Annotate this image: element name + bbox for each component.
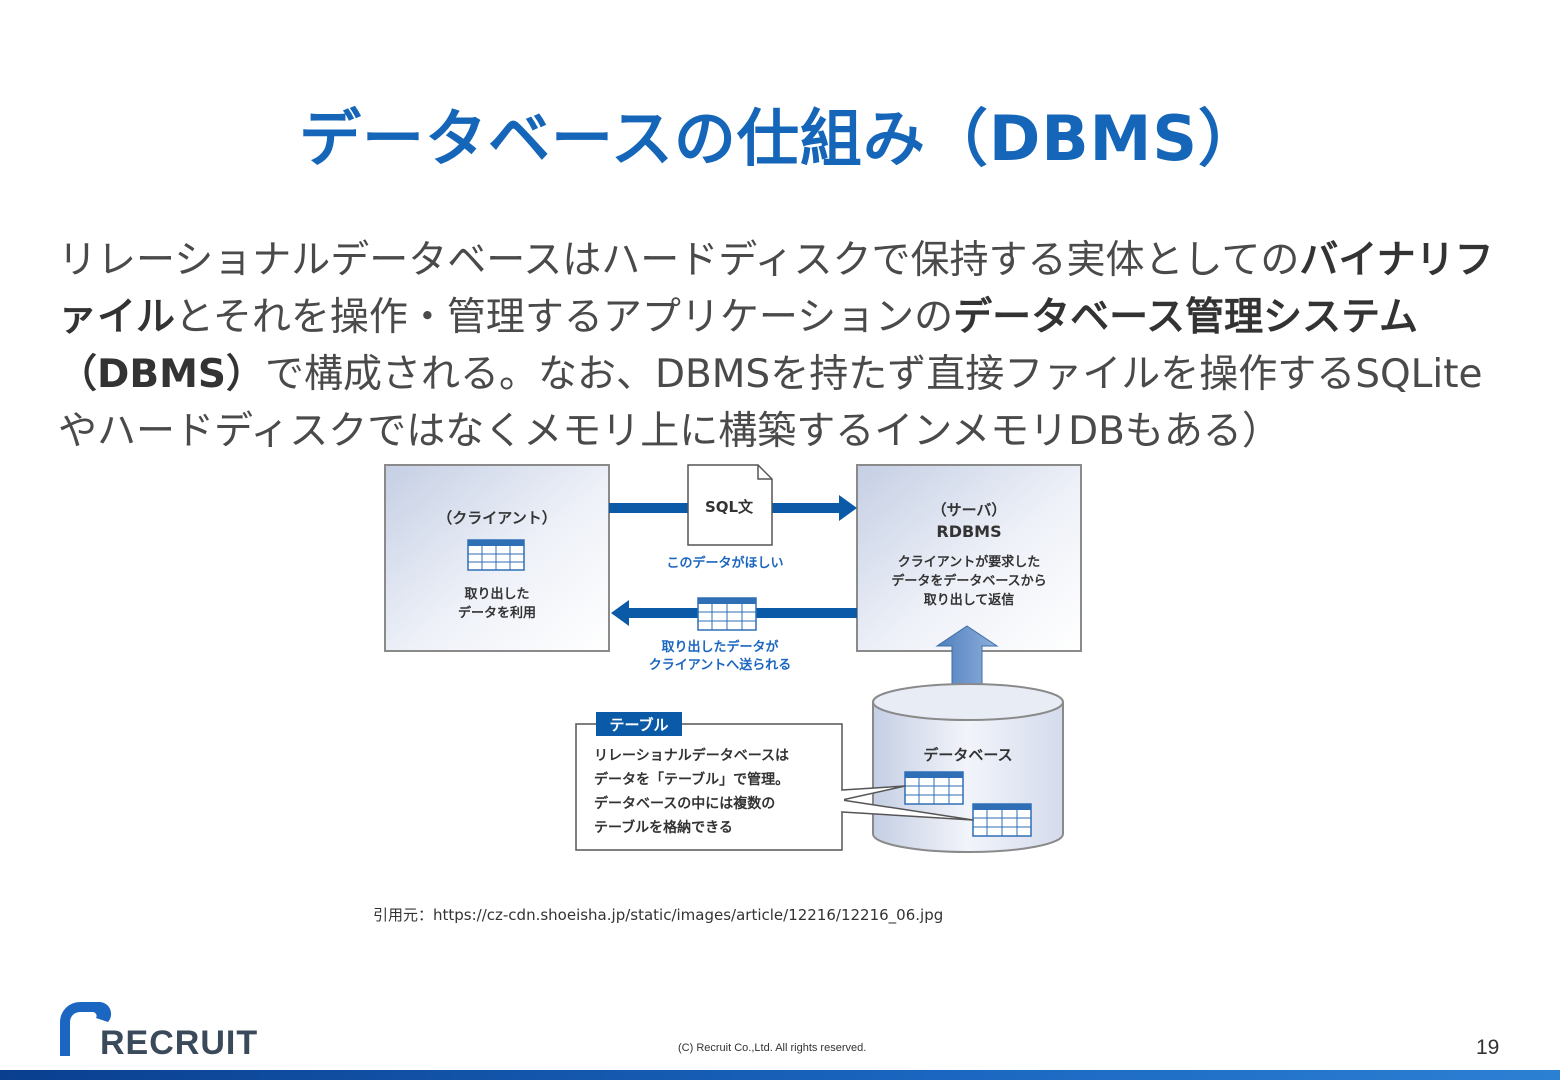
client-line1: 取り出した [464,586,529,602]
page-number: 19 [1476,1036,1500,1059]
table-note-callout: テーブル リレーショナルデータベースは データを「テーブル」で管理。 データベー… [575,712,974,851]
sql-document-label: SQL文 [705,498,754,516]
server-name: RDBMS [936,522,1001,541]
table-note-line3: データベースの中には複数の [594,795,775,812]
recruit-logo-icon [60,1002,112,1056]
table-note-line1: リレーショナルデータベースは [594,747,789,764]
server-title: （サーバ） [932,501,1007,519]
client-table-icon [467,539,525,571]
paragraph-segment: リレーショナルデータベースはハードディスクで保持する実体としての [58,238,1300,283]
citation: 引用元：https://cz-cdn.shoeisha.jp/static/im… [373,906,944,924]
bottom-accent-bar [0,1070,1560,1080]
copyright: (C) Recruit Co.,Ltd. All rights reserved… [678,1042,867,1054]
database-table-icon-1 [904,771,964,805]
paragraph-bold-segment: データベース管理システム（DBMS） [58,295,1418,397]
response-label2: クライアントへ送られる [649,657,791,673]
dbms-diagram: （クライアント） 取り出した データを利用 （サーバ） RDBMS クライアント… [384,464,1082,853]
response-table-icon [697,597,757,631]
sql-document-icon: SQL文 [687,464,773,546]
paragraph-segment: で構成される。なお、DBMSを持たず直接ファイルを操作するSQLiteやハードデ… [58,352,1483,454]
client-line2: データを利用 [458,605,536,621]
database-table-icon-2 [972,803,1032,837]
database-label: データベース [923,746,1012,764]
server-line3: 取り出して返信 [924,592,1015,608]
table-note-tag: テーブル [609,716,668,734]
body-paragraph: リレーショナルデータベースはハードディスクで保持する実体としてのバイナリファイル… [58,232,1518,460]
paragraph-segment: とそれを操作・管理するアプリケーションの [175,295,954,340]
table-note-line4: テーブルを格納できる [594,819,733,836]
slide-title: データベースの仕組み（DBMS） [299,102,1261,175]
server-line1: クライアントが要求した [898,554,1040,570]
request-label: このデータがほしい [666,555,783,571]
database-cylinder: データベース [872,683,1064,853]
server-line2: データをデータベースから [891,573,1046,589]
table-note-line2: データを「テーブル」で管理。 [594,771,789,788]
client-box: （クライアント） 取り出した データを利用 [384,464,610,652]
server-box: （サーバ） RDBMS クライアントが要求した データをデータベースから 取り出… [856,464,1082,652]
response-label1: 取り出したデータが [661,639,778,655]
paragraph-bold-segment: バイナリファイル [58,238,1494,340]
client-title: （クライアント） [437,509,556,527]
recruit-logo-text: RECRUIT [100,1024,259,1062]
